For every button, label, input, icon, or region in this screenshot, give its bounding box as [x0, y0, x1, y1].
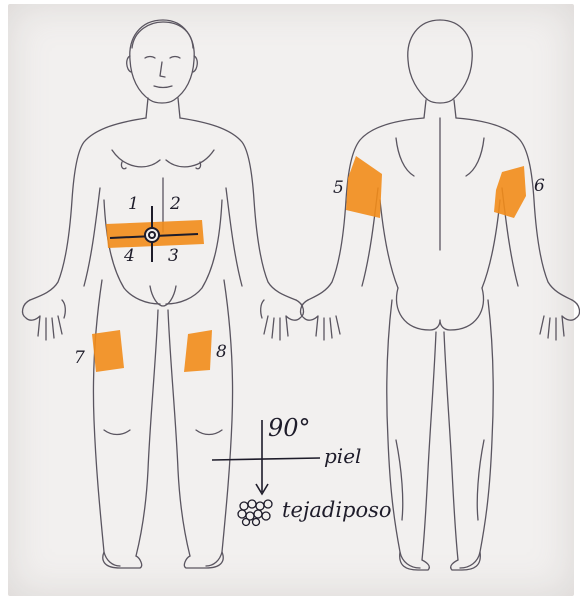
injection-angle-label: 90°	[268, 416, 311, 440]
zone-label-3: 3	[168, 248, 179, 265]
skin-label: piel	[324, 446, 361, 466]
zone-label-2: 2	[170, 196, 181, 213]
back-figure-outline	[301, 20, 580, 570]
fat-tissue-icon	[238, 500, 272, 526]
zone-label-1: 1	[128, 196, 139, 213]
zone-label-4: 4	[124, 248, 135, 265]
back-arm-left-injection-zone	[346, 156, 382, 218]
thigh-left-injection-zone	[92, 330, 124, 372]
zone-label-8: 8	[216, 344, 227, 361]
thigh-right-injection-zone	[184, 330, 212, 372]
zone-label-6: 6	[534, 178, 545, 195]
back-arm-right-injection-zone	[494, 166, 526, 218]
adipose-tissue-label: tejadiposo	[282, 500, 392, 521]
zone-label-7: 7	[74, 350, 85, 367]
zone-label-5: 5	[333, 180, 344, 197]
